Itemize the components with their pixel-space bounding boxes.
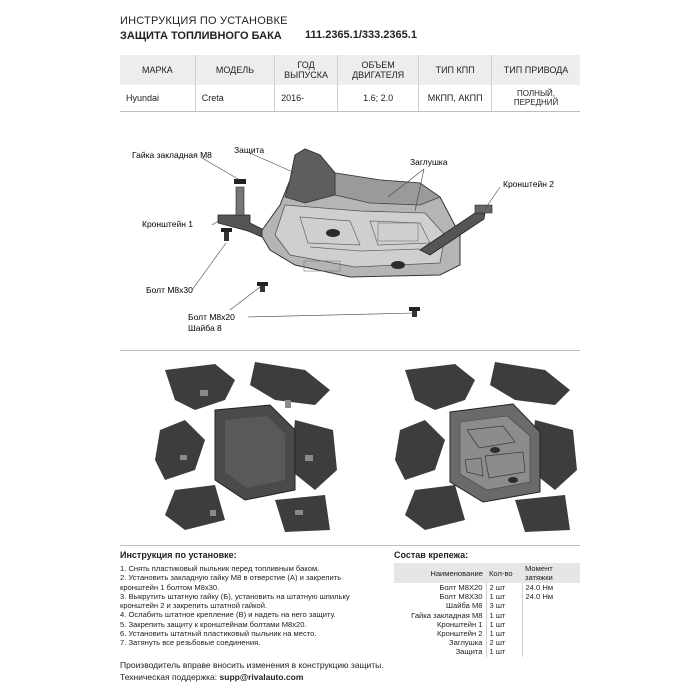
instruction-step: кронштейн 1 болтом М8х30. xyxy=(120,582,220,592)
label-nut: Гайка закладная М8 xyxy=(132,150,212,160)
fastener-torque xyxy=(522,638,580,647)
fastener-name: Заглушка xyxy=(394,638,487,648)
footer-support: Техническая поддержка: supp@rivalauto.co… xyxy=(120,672,303,682)
doc-title-line2: ЗАЩИТА ТОПЛИВНОГО БАКА xyxy=(120,30,282,42)
instruction-step: 6. Установить штатный пластиковый пыльни… xyxy=(120,629,317,639)
spec-header-drive: ТИП ПРИВОДА xyxy=(491,55,580,85)
spec-header-row: МАРКА МОДЕЛЬ ГОД ВЫПУСКА ОБЪЕМ ДВИГАТЕЛЯ… xyxy=(120,55,580,85)
spec-header-brand: МАРКА xyxy=(120,55,196,85)
spec-engine: 1.6; 2.0 xyxy=(337,85,420,112)
spec-brand: Hyundai xyxy=(120,85,196,112)
section-divider-lower xyxy=(120,545,580,546)
spec-model: Creta xyxy=(195,85,276,112)
leader-lines xyxy=(191,152,501,318)
fastener-name: Кронштейн 2 xyxy=(394,629,487,639)
fastener-qty: 3 шт xyxy=(486,601,523,611)
photo-after-install xyxy=(395,360,580,535)
support-email-link[interactable]: supp@rivalauto.com xyxy=(219,672,304,682)
fastener-torque xyxy=(522,629,580,638)
spec-drive: ПОЛНЫЙ, ПЕРЕДНИЙ xyxy=(491,85,580,112)
fastener-name: Кронштейн 1 xyxy=(394,619,487,630)
photo-before-install xyxy=(155,360,340,535)
fastener-torque xyxy=(522,601,580,610)
spec-header-year: ГОД ВЫПУСКА xyxy=(274,55,338,85)
spec-header-model: МОДЕЛЬ xyxy=(195,55,276,85)
spec-gearbox: МКПП, АКПП xyxy=(418,85,493,112)
fastener-name: Шайба М8 xyxy=(394,601,487,611)
fasteners-title: Состав крепежа: xyxy=(394,550,469,560)
label-bracket-1: Кронштейн 1 xyxy=(142,219,193,229)
spec-year: 2016- xyxy=(274,85,338,112)
fasteners-table: Наименование Кол-во Момент затяжки Болт … xyxy=(394,563,580,657)
label-washer: Шайба 8 xyxy=(188,323,222,333)
fastener-qty: 1 шт xyxy=(486,647,523,657)
vehicle-spec-table: МАРКА МОДЕЛЬ ГОД ВЫПУСКА ОБЪЕМ ДВИГАТЕЛЯ… xyxy=(120,55,580,112)
guard-plate-drawing xyxy=(259,148,461,278)
instruction-step: 3. Выкрутить штатную гайку (Б), установи… xyxy=(120,591,350,601)
fasteners-header-torque: Момент затяжки xyxy=(522,563,580,583)
fasteners-header-qty: Кол-во xyxy=(486,563,522,583)
fastener-torque xyxy=(522,620,580,629)
fastener-qty: 2 шт xyxy=(486,638,523,648)
fastener-name: Болт М8Х30 xyxy=(394,592,487,602)
fastener-qty: 1 шт xyxy=(486,592,523,602)
bracket-1-drawing xyxy=(217,186,263,238)
fasteners-drawing xyxy=(221,179,420,317)
product-codes: 111.2365.1/333.2365.1 xyxy=(305,29,417,41)
instructions-title: Инструкция по установке: xyxy=(120,550,237,560)
spec-header-gearbox: ТИП КПП xyxy=(418,55,493,85)
spec-data-row: Hyundai Creta 2016- 1.6; 2.0 МКПП, АКПП … xyxy=(120,85,580,112)
instruction-step: кронштейн 2 и закрепить штатной гайкой. xyxy=(120,601,268,611)
fastener-torque xyxy=(522,647,580,656)
label-bolt-m8x30: Болт М8х30 xyxy=(146,285,193,295)
instruction-step: 4. Ослабить штатное крепление (В) и наде… xyxy=(120,610,336,620)
fasteners-header-name: Наименование xyxy=(394,563,486,583)
fastener-name: Защита xyxy=(394,647,487,657)
bracket-2-drawing xyxy=(419,204,493,256)
section-divider xyxy=(120,350,580,351)
support-label: Техническая поддержка: xyxy=(120,672,218,682)
exploded-assembly-diagram: Гайка закладная М8 Защита Заглушка Кронш… xyxy=(132,145,554,333)
footer-disclaimer: Производитель вправе вносить изменения в… xyxy=(120,660,384,670)
fastener-torque: 24.0 Нм xyxy=(525,592,554,602)
instruction-step: 7. Затянуть все резьбовые соединения. xyxy=(120,638,261,648)
fastener-torque xyxy=(522,611,580,620)
instruction-step: 5. Закрепить защиту к кронштейнам болтам… xyxy=(120,619,307,629)
fastener-torque: 24.0 Нм xyxy=(525,583,554,592)
instruction-step: 2. Установить закладную гайку М8 в отвер… xyxy=(120,573,342,583)
fasteners-header-row: Наименование Кол-во Момент затяжки xyxy=(394,563,580,583)
label-bolt-m8x20: Болт М8х20 xyxy=(188,312,235,322)
label-bracket-2: Кронштейн 2 xyxy=(503,179,554,189)
label-guard: Защита xyxy=(234,145,264,155)
label-plug: Заглушка xyxy=(410,157,448,167)
fastener-qty: 2 шт xyxy=(486,583,523,593)
doc-title-line1: ИНСТРУКЦИЯ ПО УСТАНОВКЕ xyxy=(120,15,288,27)
fastener-qty: 1 шт xyxy=(486,619,523,630)
instruction-step: 1. Снять пластиковый пыльник перед топли… xyxy=(120,564,320,573)
instructions-list: 1. Снять пластиковый пыльник перед топли… xyxy=(120,564,390,648)
fastener-name: Болт М8Х20 xyxy=(394,583,487,593)
fastener-name: Гайка закладная М8 xyxy=(394,610,487,620)
fastener-qty: 1 шт xyxy=(486,629,523,639)
spec-header-engine: ОБЪЕМ ДВИГАТЕЛЯ xyxy=(337,55,420,85)
fastener-qty: 1 шт xyxy=(486,610,523,620)
